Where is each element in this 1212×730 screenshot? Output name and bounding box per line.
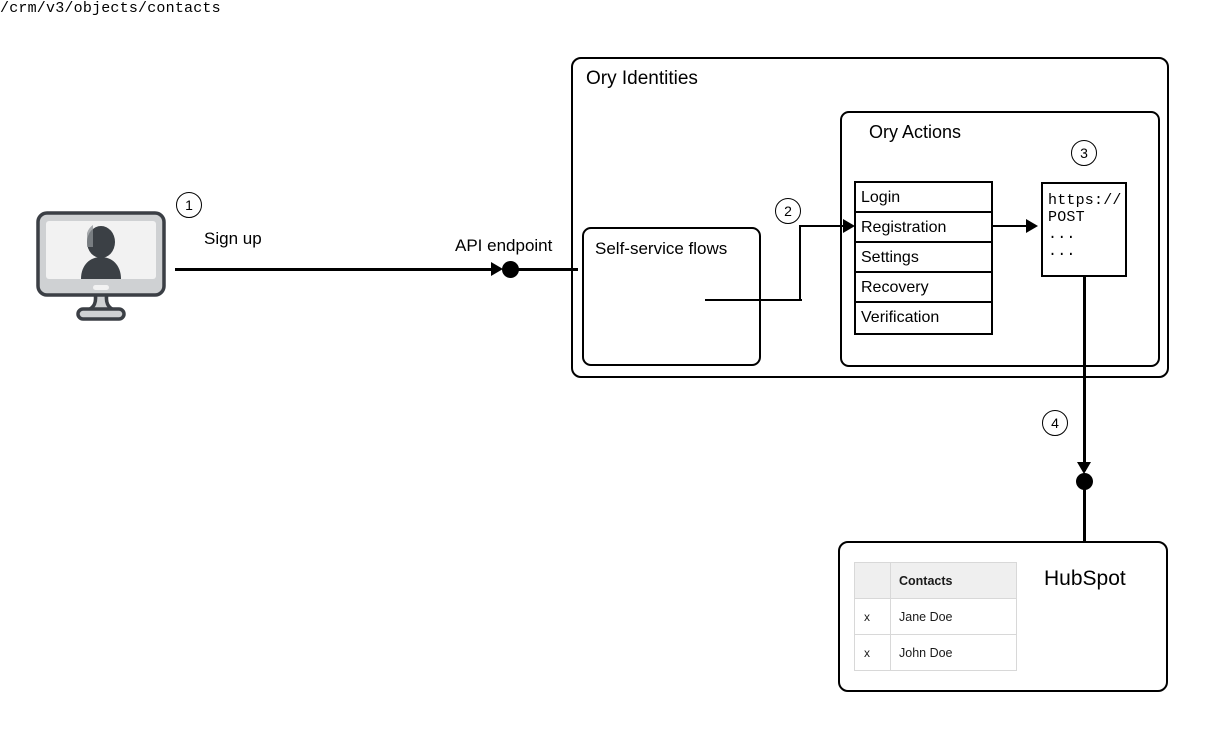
table-header-contacts: Contacts <box>890 562 1017 599</box>
hubspot-arrow-head <box>1077 462 1091 474</box>
webhook-request-text: https:// POST ... ... <box>1048 192 1122 260</box>
sign-up-label: Sign up <box>204 229 262 248</box>
contacts-table: Contacts x Jane Doe x John Doe <box>854 562 1017 671</box>
table-cell-name: Jane Doe <box>890 598 1017 635</box>
flow-row-recovery[interactable]: Recovery <box>856 273 991 303</box>
self-service-flows-box <box>582 227 761 366</box>
step-marker-1: 1 <box>176 192 202 218</box>
ory-actions-title: Ory Actions <box>869 122 962 142</box>
flow-list: Login Registration Settings Recovery Ver… <box>854 181 993 335</box>
step-marker-3: 3 <box>1071 140 1097 166</box>
selfservice-connector-h2 <box>799 225 851 228</box>
crm-api-path-label: /crm/v3/objects/contacts <box>0 0 221 17</box>
signup-arrow-line <box>175 268 493 271</box>
api-endpoint-stub <box>510 268 578 271</box>
hubspot-endpoint-dot <box>1076 473 1093 490</box>
step-marker-4: 4 <box>1042 410 1068 436</box>
registration-webhook-line <box>993 225 1027 228</box>
signup-arrow-head <box>491 262 503 276</box>
webhook-request-box <box>1041 182 1127 277</box>
api-endpoint-dot <box>502 261 519 278</box>
table-header-row: Contacts <box>854 562 1017 599</box>
table-row[interactable]: x John Doe <box>854 634 1017 671</box>
table-row[interactable]: x Jane Doe <box>854 598 1017 635</box>
flow-row-settings[interactable]: Settings <box>856 243 991 273</box>
hubspot-title: HubSpot <box>1044 567 1126 590</box>
flow-row-verification[interactable]: Verification <box>856 303 991 333</box>
user-monitor-icon <box>36 211 166 327</box>
registration-arrow-head <box>843 219 855 233</box>
table-cell-key: x <box>854 634 891 671</box>
hubspot-endpoint-stub <box>1083 481 1086 543</box>
flow-row-registration[interactable]: Registration <box>856 213 991 243</box>
step-marker-2: 2 <box>775 198 801 224</box>
table-cell-name: John Doe <box>890 634 1017 671</box>
webhook-hubspot-line <box>1083 277 1086 471</box>
selfservice-connector-v <box>799 225 802 301</box>
flow-row-login[interactable]: Login <box>856 183 991 213</box>
selfservice-connector-h1 <box>705 299 802 302</box>
self-service-flows-title: Self-service flows <box>595 239 728 258</box>
api-endpoint-label: API endpoint <box>455 236 553 255</box>
ory-identities-title: Ory Identities <box>586 68 698 89</box>
table-cell-key: x <box>854 598 891 635</box>
webhook-arrow-head <box>1026 219 1038 233</box>
table-header-blank <box>854 562 891 599</box>
